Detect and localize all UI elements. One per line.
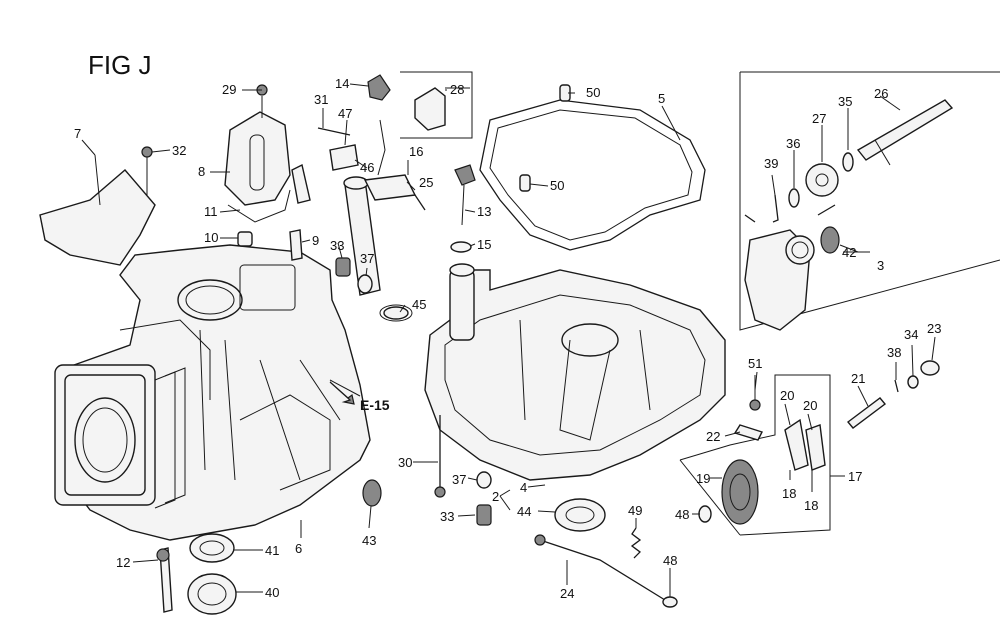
callout-43: 43 xyxy=(362,533,376,548)
crankcase-cover xyxy=(424,263,726,481)
callout-11: 11 xyxy=(204,204,218,219)
callout-49: 49 xyxy=(628,503,642,518)
callout-47: 47 xyxy=(338,106,352,121)
bracket-28 xyxy=(400,71,473,139)
callout-29: 29 xyxy=(222,82,236,97)
callout-40: 40 xyxy=(265,585,279,600)
callout-9: 9 xyxy=(312,233,319,248)
callout-46: 46 xyxy=(360,160,374,175)
callout-23: 23 xyxy=(927,321,941,336)
leader-lines xyxy=(81,83,936,597)
callout-15: 15 xyxy=(477,237,491,252)
governor-shaft-21 xyxy=(846,360,940,429)
callout-36: 36 xyxy=(786,136,800,151)
callout-16: 16 xyxy=(409,144,423,159)
callout-31: 31 xyxy=(314,92,328,107)
callout-33: 33 xyxy=(330,238,344,253)
callout-35: 35 xyxy=(838,94,852,109)
callout-30: 30 xyxy=(398,455,412,470)
callout-12: 12 xyxy=(116,555,130,570)
callout-5: 5 xyxy=(658,91,665,106)
callout-27: 27 xyxy=(812,111,826,126)
callout-51: 51 xyxy=(748,356,762,371)
callout-26: 26 xyxy=(874,86,888,101)
gasket-5 xyxy=(479,84,706,251)
callout-42: 42 xyxy=(842,245,856,260)
callout-45: 45 xyxy=(412,297,426,312)
callout-labels: 29 14 28 50 5 26 35 27 31 47 36 7 32 46 … xyxy=(74,76,941,601)
bracket-7 xyxy=(39,154,156,266)
cylinder-block xyxy=(54,244,371,541)
figure-title: FIG J xyxy=(88,50,152,80)
callout-18: 18 xyxy=(782,486,796,501)
callout-2: 2 xyxy=(492,489,499,504)
callout-19: 19 xyxy=(696,471,710,486)
reference-arrow-icon xyxy=(329,381,355,405)
callout-18: 18 xyxy=(804,498,818,513)
reference-label: E-15 xyxy=(360,397,390,413)
callout-48: 48 xyxy=(663,553,677,568)
oil-filler-tube xyxy=(343,74,417,320)
callout-20: 20 xyxy=(780,388,794,403)
callout-8: 8 xyxy=(198,164,205,179)
callout-48: 48 xyxy=(675,507,689,522)
callout-17: 17 xyxy=(848,469,862,484)
governor-assembly xyxy=(739,71,1000,331)
callout-37: 37 xyxy=(452,472,466,487)
callout-25: 25 xyxy=(419,175,433,190)
callout-50: 50 xyxy=(550,178,564,193)
callout-32: 32 xyxy=(172,143,186,158)
callout-3: 3 xyxy=(877,258,884,273)
callout-6: 6 xyxy=(295,541,302,556)
callout-7: 7 xyxy=(74,126,81,141)
callout-44: 44 xyxy=(517,504,531,519)
callout-39: 39 xyxy=(764,156,778,171)
callout-14: 14 xyxy=(335,76,349,91)
callout-20: 20 xyxy=(803,398,817,413)
cover-8 xyxy=(224,84,291,223)
governor-gear-19 xyxy=(679,374,831,536)
callout-4: 4 xyxy=(520,480,527,495)
callout-50: 50 xyxy=(586,85,600,100)
callout-41: 41 xyxy=(265,543,279,558)
callout-21: 21 xyxy=(851,371,865,386)
callout-38: 38 xyxy=(887,345,901,360)
callout-34: 34 xyxy=(904,327,918,342)
callout-37: 37 xyxy=(360,251,374,266)
callout-33: 33 xyxy=(440,509,454,524)
callout-13: 13 xyxy=(477,204,491,219)
callout-22: 22 xyxy=(706,429,720,444)
callout-28: 28 xyxy=(450,82,464,97)
callout-24: 24 xyxy=(560,586,574,601)
callout-10: 10 xyxy=(204,230,218,245)
